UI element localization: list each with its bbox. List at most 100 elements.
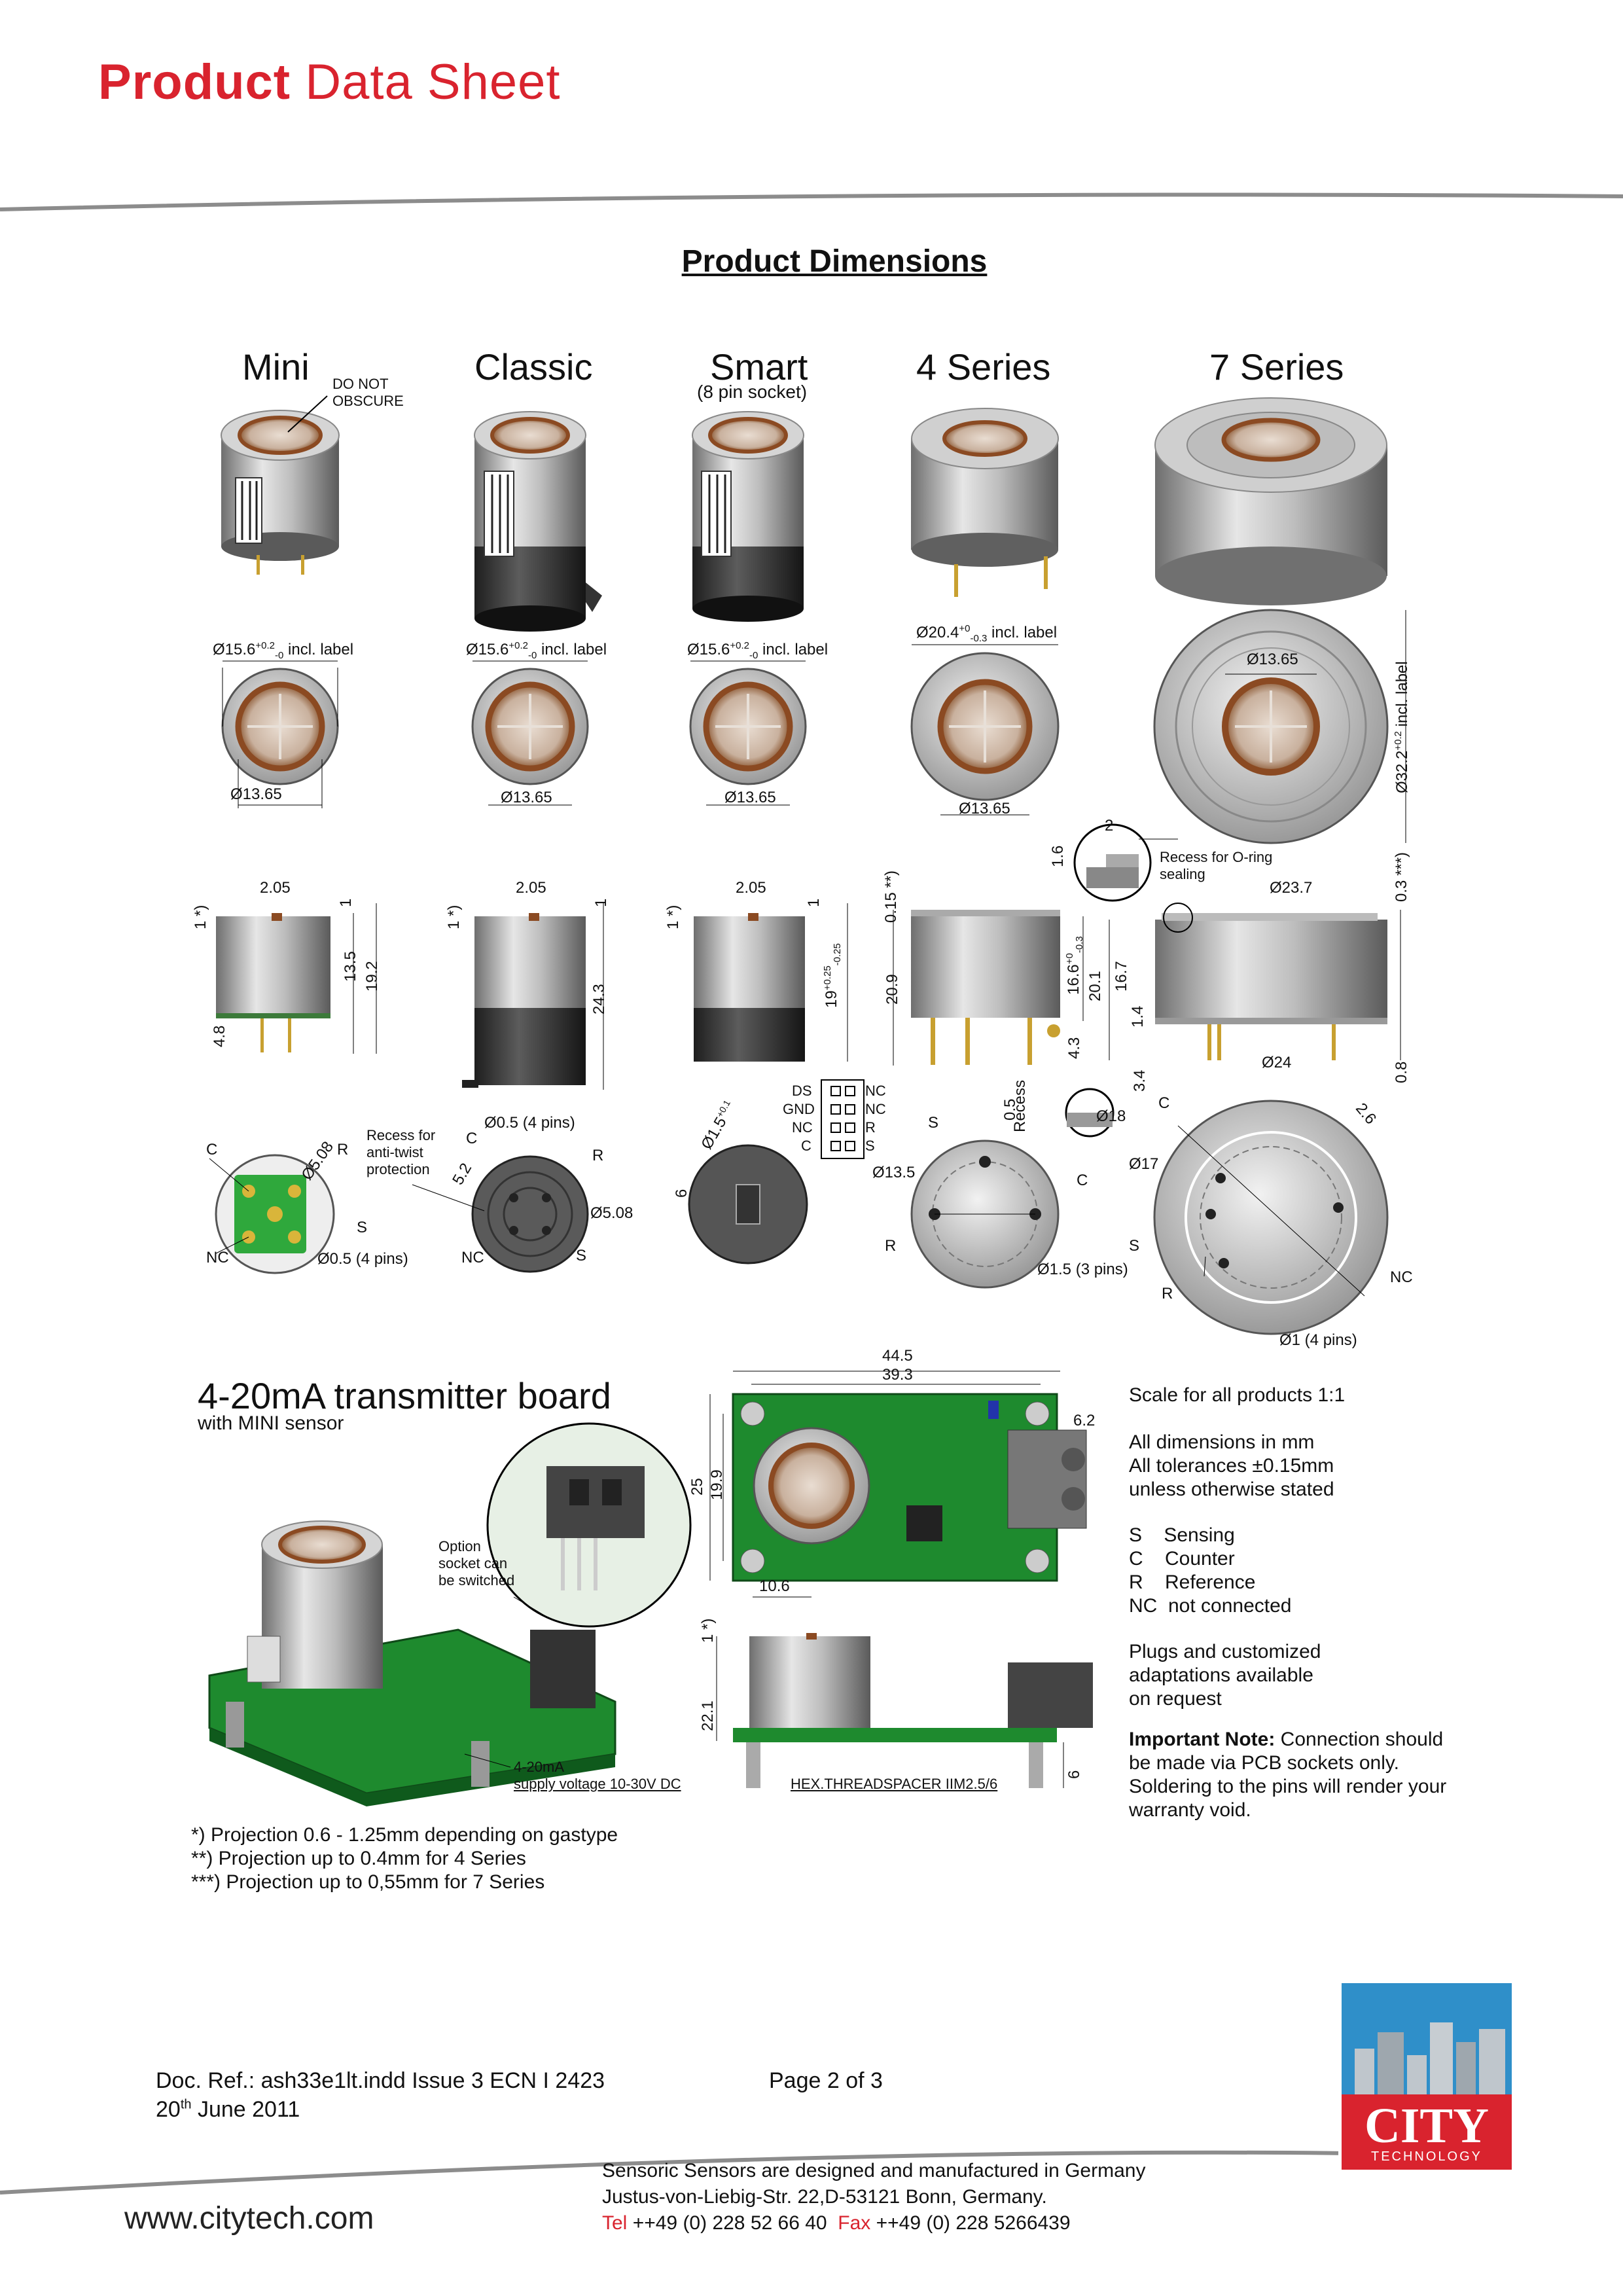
- mini-bottom: [209, 1154, 335, 1274]
- four-pin: 4.3: [1065, 1037, 1083, 1059]
- classic-r: R: [592, 1147, 604, 1164]
- recess-note-1: Recess for O-ring: [1160, 849, 1273, 865]
- smart-sub: (8 pin socket): [697, 382, 808, 402]
- smart-gnd: GND: [783, 1101, 815, 1117]
- mini-r: R: [337, 1141, 349, 1158]
- recess-anti-2: anti-twist: [366, 1144, 423, 1160]
- board-top-drawing: [709, 1371, 1087, 1598]
- heading-smart: Smart: [710, 346, 808, 387]
- heading-4-series: 4 Series: [916, 346, 1051, 387]
- header-rule: [0, 192, 1623, 211]
- smart-3d: [692, 411, 804, 622]
- mini-3d: [221, 395, 340, 575]
- info-important-3: Soldering to the pins will render your: [1129, 1776, 1447, 1797]
- classic-one-star: 1 *): [445, 905, 463, 929]
- four-d18: Ø18: [1096, 1107, 1126, 1125]
- seven-d2: Ø24: [1262, 1054, 1292, 1071]
- seven-top: [1153, 609, 1406, 844]
- mini-one-star: 1 *): [192, 905, 209, 929]
- classic-3d: [474, 411, 602, 632]
- seven-inner: Ø13.65: [1247, 651, 1298, 668]
- smart-s: S: [865, 1138, 875, 1154]
- classic-inner: Ø13.65: [501, 789, 552, 806]
- mini-nc: NC: [206, 1249, 229, 1266]
- title-bold: Product: [98, 54, 291, 110]
- info-dims-3: unless otherwise stated: [1129, 1479, 1334, 1500]
- website-link[interactable]: www.citytech.com: [124, 2201, 374, 2236]
- oring-detail: [1073, 823, 1178, 902]
- mini-inner: Ø13.65: [230, 785, 282, 803]
- four-top: [910, 644, 1060, 816]
- board-w393: 39.3: [882, 1366, 913, 1384]
- seven-c: C: [1158, 1094, 1170, 1112]
- seven-series-3d: [1154, 397, 1387, 605]
- seven-r: R: [1162, 1285, 1173, 1302]
- smart-one-star: 1 *): [664, 905, 682, 929]
- city-technology-logo: [1338, 1980, 1515, 2170]
- smart-r: R: [865, 1119, 876, 1136]
- four-series-3d: [911, 408, 1059, 597]
- classic-diameter: Ø15.6+0.2-0 incl. label: [466, 640, 607, 661]
- classic-c: C: [466, 1130, 478, 1147]
- section-title: Product Dimensions: [681, 244, 988, 279]
- smart-w205: 2.05: [736, 879, 766, 897]
- fax-number: ++49 (0) 228 5266439: [870, 2212, 1071, 2234]
- board-side-drawing: [716, 1633, 1093, 1788]
- footer-rule: [0, 2150, 1355, 2195]
- four-bottom: [910, 1139, 1060, 1289]
- smart-ds: DS: [792, 1083, 812, 1099]
- company-line-1: Sensoric Sensors are designed and manufa…: [602, 2160, 1146, 2181]
- classic-w205: 2.05: [516, 879, 546, 897]
- board-h25: 25: [688, 1478, 706, 1496]
- info-dims-1: All dimensions in mm: [1129, 1431, 1315, 1453]
- tel-label: Tel: [602, 2212, 628, 2234]
- seven-h3: 1.4: [1129, 1005, 1147, 1028]
- board-subtitle: with MINI sensor: [198, 1412, 344, 1434]
- doc-ref: Doc. Ref.: ash33e1lt.indd Issue 3 ECN I …: [156, 2068, 605, 2093]
- board-h199: 19.9: [708, 1469, 726, 1500]
- four-recess: Recess: [1011, 1079, 1029, 1132]
- four-diameter: Ø20.4+0-0.3 incl. label: [916, 623, 1058, 644]
- option-1: Option: [438, 1538, 481, 1554]
- smart-6: 6: [673, 1189, 690, 1198]
- heading-7-series: 7 Series: [1209, 346, 1344, 387]
- supply-1: 4-20mA: [514, 1759, 565, 1775]
- seven-top: 0.3 ***): [1393, 852, 1410, 902]
- page-number: Page 2 of 3: [769, 2068, 883, 2093]
- four-pins: Ø1.5 (3 pins): [1037, 1261, 1128, 1278]
- board-w62: 6.2: [1073, 1412, 1096, 1429]
- logo-city: CITY: [1364, 2098, 1489, 2153]
- fax-label: Fax: [838, 2212, 871, 2234]
- board-side-6: 6: [1065, 1770, 1083, 1779]
- seven-bottom: [1153, 1100, 1389, 1335]
- four-side: [893, 910, 1084, 1066]
- seven-h2: 16.7: [1113, 961, 1130, 992]
- tel-number: ++49 (0) 228 52 66 40: [627, 2212, 838, 2234]
- info-important-2: be made via PCB sockets only.: [1129, 1752, 1399, 1774]
- doc-date: 20th June 2011: [156, 2097, 300, 2122]
- seven-d17: Ø17: [1129, 1155, 1159, 1173]
- four-h1: 20.9: [883, 974, 901, 1005]
- mini-pin: 4.8: [211, 1025, 228, 1047]
- board-side-221: 22.1: [699, 1700, 717, 1731]
- board-w106: 10.6: [759, 1577, 790, 1595]
- classic-one: 1: [592, 898, 610, 907]
- info-plugs-2: adaptations available: [1129, 1664, 1313, 1686]
- supply-2: supply voltage 10-30V DC: [514, 1776, 681, 1792]
- mini-w205: 2.05: [260, 879, 291, 897]
- smart-nc-r1: NC: [865, 1083, 886, 1099]
- classic-pins: Ø0.5 (4 pins): [484, 1114, 575, 1132]
- footnote-2: **) Projection up to 0.4mm for 4 Series: [191, 1848, 526, 1869]
- seven-outer: Ø32.2+0.2 incl. label: [1393, 661, 1411, 793]
- seven-h1: 20.1: [1086, 971, 1104, 1001]
- board-title: 4-20mA transmitter board: [198, 1375, 611, 1416]
- smart-nc-l: NC: [792, 1119, 813, 1136]
- smart-nc-r2: NC: [865, 1101, 886, 1117]
- seven-s: S: [1129, 1237, 1140, 1255]
- seven-d1: Ø23.7: [1270, 879, 1313, 897]
- info-s: S Sensing: [1129, 1524, 1235, 1546]
- classic-s: S: [576, 1247, 587, 1265]
- classic-d508: Ø5.08: [590, 1204, 633, 1222]
- page-title: Product Data Sheet: [98, 54, 561, 111]
